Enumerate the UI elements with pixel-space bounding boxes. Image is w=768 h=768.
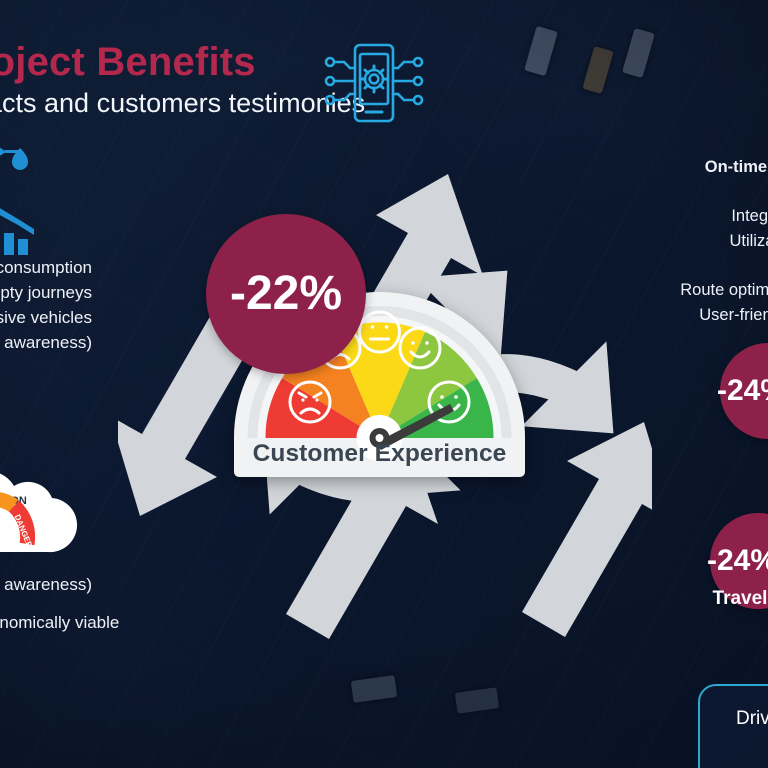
badge-fuel-reduction: -22%	[206, 214, 366, 374]
gauge-face-neutral	[358, 310, 401, 354]
right-line: Utilization of Geodata analytics	[729, 231, 768, 250]
right-line: User-friendly mobile app for drivers	[699, 305, 768, 324]
arrow-right-down	[522, 422, 652, 637]
gauge-segments	[265, 322, 494, 438]
mobile-gear-icon	[324, 43, 424, 123]
drivers-panel-text: Drivers	[736, 708, 768, 729]
gauge-segment-neutral	[334, 322, 425, 438]
right-line: Integrate with existing systems	[731, 207, 768, 226]
badge-value: -24%	[716, 374, 768, 407]
badge-value: -24%	[706, 544, 768, 577]
bar-chart-decline-icon	[0, 208, 34, 255]
gauge-segment-very-unhappy	[265, 378, 380, 438]
fuel-pump-icon	[0, 147, 28, 170]
left-line: Eco-driving (training and awareness)	[0, 575, 92, 594]
left-line: Reduction of empty journeys	[0, 283, 92, 302]
right-benefits-text: On-time deliveries improvement Automated…	[496, 155, 768, 376]
left-line: Electric vehicles is not economically vi…	[0, 613, 119, 632]
gauge-segment-happy	[379, 331, 477, 438]
emission-cloud-gauge: EMISSION DANGER	[0, 473, 77, 553]
gauge-title: Customer Experience	[252, 440, 507, 467]
badge-value: -22%	[229, 266, 343, 320]
drivers-panel[interactable]: Drivers	[698, 684, 768, 768]
page-title: Project Benefits	[0, 40, 256, 84]
left-benefits-text-secondary: Eco-driving (training and awareness) Ele…	[0, 566, 119, 642]
left-line: Eco-driving (training and awareness)	[0, 333, 92, 352]
left-benefits-text: Reduction of fuel consumption Reduction …	[0, 255, 92, 355]
gauge-face-angry	[288, 380, 332, 424]
right-line: Route optimization according to traffic	[680, 280, 768, 299]
gauge-segment-very-happy	[379, 378, 494, 438]
badge-travel-label: Travel	[712, 588, 768, 609]
gauge-face-smile	[398, 326, 442, 370]
left-line: Less use of highly pollusive vehicles	[0, 308, 92, 327]
right-line: On-time deliveries improvement	[704, 158, 768, 176]
arrow-left-up	[118, 301, 262, 516]
page-subtitle: Impacts and customers testimonies	[0, 88, 366, 118]
left-line: Reduction of fuel consumption	[0, 258, 92, 277]
gauge-needle	[356, 404, 454, 461]
